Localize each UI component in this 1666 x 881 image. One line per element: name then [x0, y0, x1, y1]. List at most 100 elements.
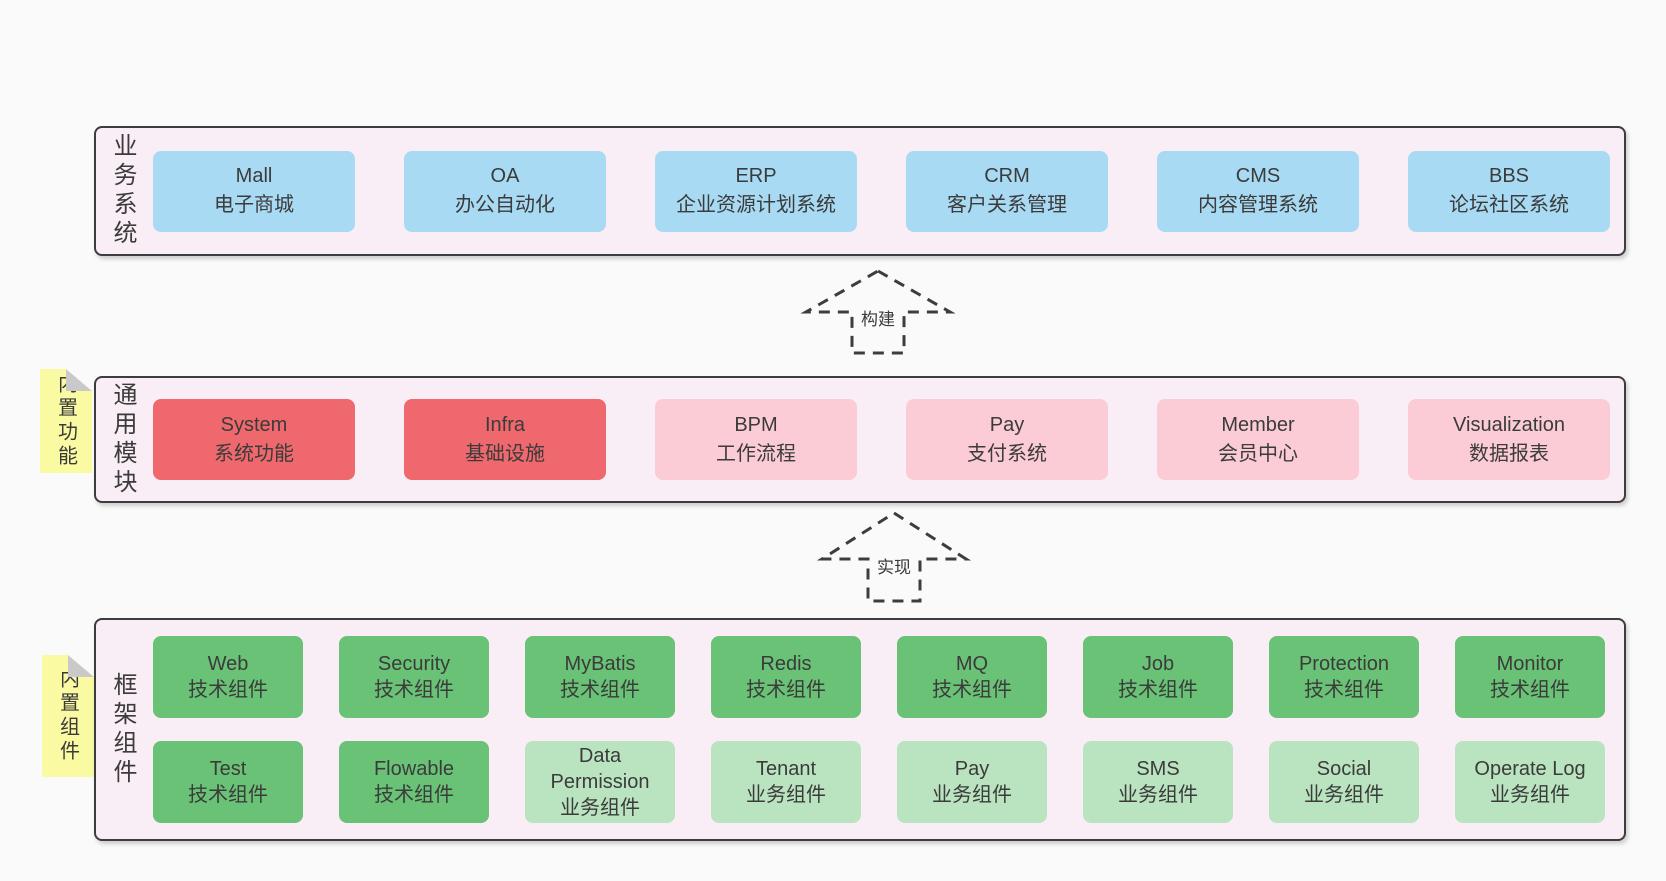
box-title-en: System [220, 413, 288, 436]
box-title-en: BPM [734, 413, 778, 436]
box-redis: Redis 技术组件 [711, 636, 861, 718]
box-subtitle-zh: 业务组件 [560, 797, 640, 819]
box-subtitle-zh: 技术组件 [374, 784, 454, 806]
sticky-note-builtin-components: 内置组件 [42, 655, 94, 777]
band-label-common-modules: 通用模块 [109, 381, 136, 498]
box-subtitle-zh: 基础设施 [465, 442, 545, 465]
box-title-en: Pay [954, 758, 990, 780]
box-pay: Pay 业务组件 [897, 741, 1047, 823]
box-title-en: BBS [1488, 165, 1530, 187]
box-crm: CRM 客户关系管理 [906, 150, 1108, 232]
box-security: Security 技术组件 [339, 636, 489, 718]
box-subtitle-zh: 业务组件 [932, 784, 1012, 806]
box-title-en: Tenant [755, 758, 817, 780]
box-monitor: Monitor 技术组件 [1455, 636, 1605, 718]
box-subtitle-zh: 客户关系管理 [947, 194, 1067, 216]
box-subtitle-zh: 业务组件 [1304, 784, 1384, 806]
box-title-en: SMS [1136, 758, 1180, 780]
folded-corner-icon [68, 655, 94, 677]
folded-corner-icon [66, 369, 92, 391]
box-subtitle-zh: 业务组件 [1490, 784, 1570, 806]
box-title-en: ERP [735, 165, 777, 187]
box-title-en: Member [1221, 413, 1295, 436]
band-content-business-systems: Mall 电子商城 OA 办公自动化 ERP 企业资源计划系统 CRM 客户关系管理 CMS 内容… [153, 128, 1610, 254]
box-subtitle-zh: 技术组件 [932, 679, 1012, 701]
box-subtitle-zh: 技术组件 [188, 679, 268, 701]
box-system: System 系统功能 [153, 399, 355, 480]
arrow-implement: 实现 [816, 508, 972, 604]
box-title-en: Flowable [373, 758, 455, 780]
box-subtitle-zh: 企业资源计划系统 [676, 194, 836, 216]
box-title-en: CRM [984, 165, 1030, 187]
box-title-en: OA [490, 165, 520, 187]
box-subtitle-zh: 技术组件 [560, 679, 640, 701]
box-title-en: Pay [989, 413, 1025, 436]
box-subtitle-zh: 数据报表 [1469, 442, 1549, 465]
box-pay: Pay 支付系统 [906, 399, 1108, 480]
box-title-en: Web [207, 653, 249, 675]
box-job: Job 技术组件 [1083, 636, 1233, 718]
box-subtitle-zh: 办公自动化 [455, 194, 555, 216]
box-title-en: Operate Log [1474, 758, 1586, 780]
box-title-en: Redis [760, 653, 812, 675]
box-title-en: Protection [1298, 653, 1390, 675]
sticky-note-builtin-features: 内置功能 [40, 369, 92, 473]
box-title-en: Infra [484, 413, 526, 436]
box-visualization: Visualization 数据报表 [1408, 399, 1610, 480]
box-cms: CMS 内容管理系统 [1157, 150, 1359, 232]
box-title-en: Job [1141, 653, 1175, 675]
box-title-en: Visualization [1453, 413, 1565, 436]
box-title-en: Security [377, 653, 451, 675]
arrow-label-implement: 实现 [874, 558, 914, 578]
box-social: Social 业务组件 [1269, 741, 1419, 823]
box-title-en: MyBatis [564, 653, 636, 675]
box-test: Test 技术组件 [153, 741, 303, 823]
box-subtitle-zh: 支付系统 [967, 442, 1047, 465]
box-subtitle-zh: 技术组件 [188, 784, 268, 806]
box-title-en: Mall [235, 165, 273, 187]
box-subtitle-zh: 技术组件 [1490, 679, 1570, 701]
arrow-label-build: 构建 [858, 310, 898, 330]
box-title-en: Test [209, 758, 247, 780]
box-operate-log: Operate Log 业务组件 [1455, 741, 1605, 823]
box-subtitle-zh: 业务组件 [1118, 784, 1198, 806]
sticky-note-text: 内置功能 [54, 373, 77, 469]
box-subtitle-zh: 论坛社区系统 [1449, 194, 1569, 216]
arrow-build: 构建 [800, 266, 956, 356]
box-sms: SMS 业务组件 [1083, 741, 1233, 823]
band-business-systems: 业务系统 Mall 电子商城 OA 办公自动化 ERP 企业资源计划系统 CRM 客户关系管理… [94, 126, 1626, 256]
box-infra: Infra 基础设施 [404, 399, 606, 480]
box-web: Web 技术组件 [153, 636, 303, 718]
box-mall: Mall 电子商城 [153, 150, 355, 232]
sticky-note-text: 内置组件 [56, 668, 79, 764]
box-bbs: BBS 论坛社区系统 [1408, 150, 1610, 232]
box-subtitle-zh: 电子商城 [214, 194, 294, 216]
box-subtitle-zh: 技术组件 [374, 679, 454, 701]
box-subtitle-zh: 技术组件 [1118, 679, 1198, 701]
box-subtitle-zh: 内容管理系统 [1198, 194, 1318, 216]
box-flowable: Flowable 技术组件 [339, 741, 489, 823]
box-subtitle-zh: 系统功能 [214, 442, 294, 465]
up-arrow-icon [816, 511, 972, 603]
band-label-framework-components: 框架组件 [109, 671, 136, 788]
box-title-en: CMS [1235, 165, 1281, 187]
band-label-business-systems: 业务系统 [109, 133, 136, 249]
box-subtitle-zh: 技术组件 [1304, 679, 1384, 701]
box-title-en: Monitor [1496, 653, 1564, 675]
box-mybatis: MyBatis 技术组件 [525, 636, 675, 718]
box-title-en: MQ [955, 653, 989, 675]
box-mq: MQ 技术组件 [897, 636, 1047, 718]
box-subtitle-zh: 技术组件 [746, 679, 826, 701]
box-protection: Protection 技术组件 [1269, 636, 1419, 718]
box-title-en: Social [1316, 758, 1372, 780]
box-erp: ERP 企业资源计划系统 [655, 150, 857, 232]
box-data-permission: Data Permission 业务组件 [525, 741, 675, 823]
box-title-en: Data Permission [550, 745, 650, 793]
